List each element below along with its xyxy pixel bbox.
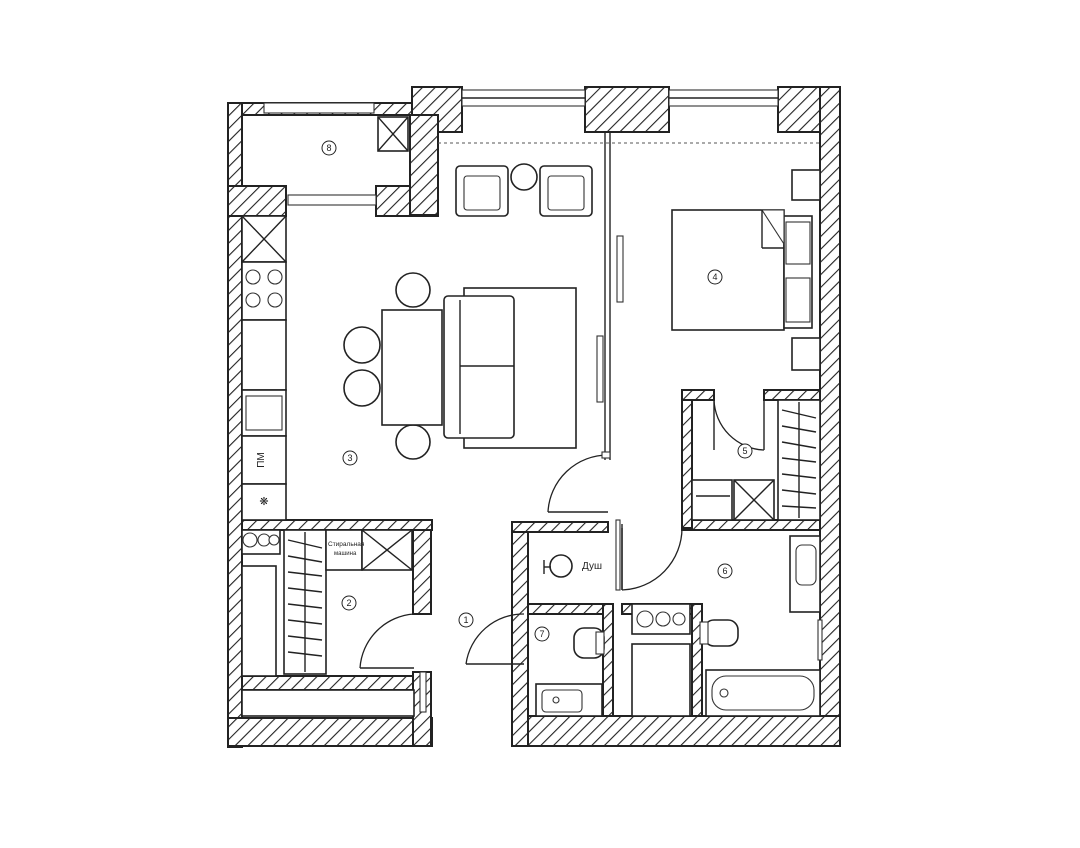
svg-text:6: 6 (722, 566, 727, 576)
washer-label-line2: машина (334, 551, 357, 557)
room-badge-2: 2 (341, 595, 357, 611)
svg-text:7: 7 (539, 629, 544, 639)
windows (263, 89, 779, 206)
dishwasher-label: ПМ (256, 452, 267, 468)
living-door (547, 451, 611, 513)
wardrobe-room (691, 399, 821, 521)
svg-text:1: 1 (463, 615, 468, 625)
balcony (377, 116, 409, 152)
room-badge-4: 4 (707, 269, 723, 285)
svg-text:5: 5 (742, 446, 747, 456)
svg-text:8: 8 (326, 143, 331, 153)
dining-set (343, 272, 577, 460)
bedroom-furniture (596, 169, 821, 403)
svg-text:4: 4 (712, 272, 717, 282)
room-badge-1: 1 (458, 612, 474, 628)
shower-area (543, 554, 573, 578)
shower-label: Душ (582, 561, 602, 572)
room-badge-7: 7 (534, 626, 550, 642)
armchairs (455, 163, 593, 217)
washer-label-line1: Стиральная (328, 541, 365, 548)
svg-text:3: 3 (347, 453, 352, 463)
room-badge-3: 3 (342, 450, 358, 466)
svg-text:2: 2 (346, 598, 351, 608)
hall-furniture (241, 529, 427, 717)
fridge-label: ❋ (259, 496, 268, 508)
kitchen (241, 215, 287, 521)
utility-closet (631, 603, 691, 717)
wc-furniture (465, 519, 623, 717)
room-badge-6: 6 (717, 563, 733, 579)
room-badge-5: 5 (737, 443, 753, 459)
room-badge-8: 8 (321, 140, 337, 156)
bathroom-furniture (621, 527, 823, 717)
